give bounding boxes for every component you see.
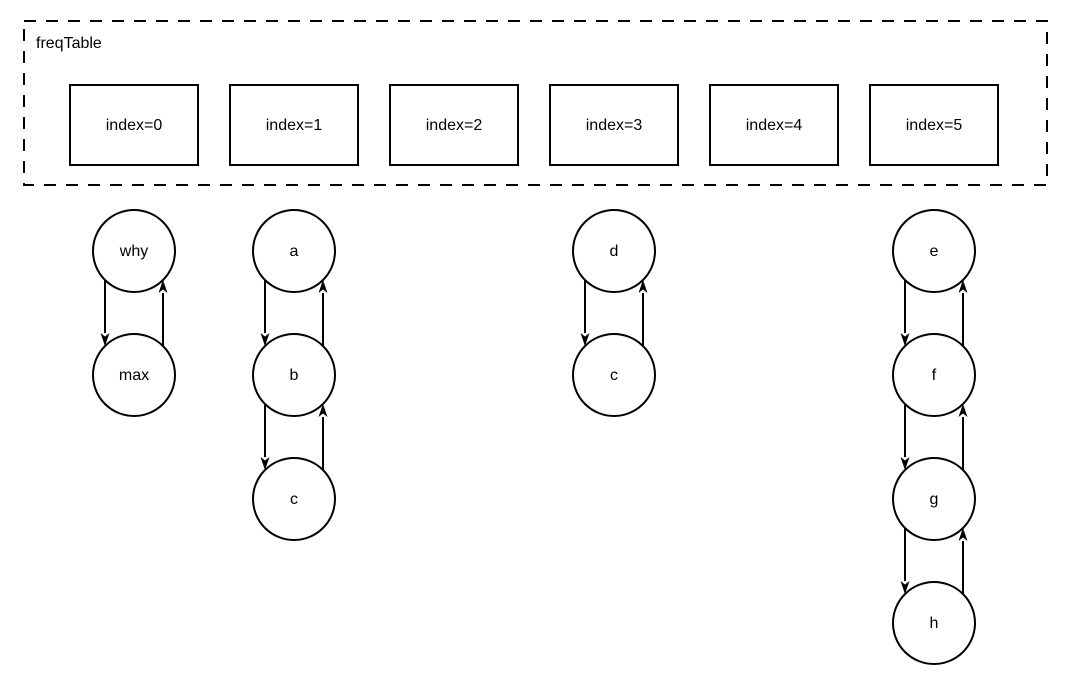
node-f-5-1[interactable]: f: [892, 333, 976, 417]
node-b-1-1[interactable]: b: [252, 333, 336, 417]
bucket-5[interactable]: index=5: [869, 84, 999, 166]
link-arrowhead: [318, 403, 328, 417]
node-label: b: [290, 367, 299, 384]
node-g-5-2[interactable]: g: [892, 457, 976, 541]
link-down-5-0: [900, 279, 910, 347]
link-down-1-0: [260, 279, 270, 347]
bucket-1[interactable]: index=1: [229, 84, 359, 166]
link-arrowhead: [580, 333, 590, 347]
bucket-rect[interactable]: [549, 84, 679, 166]
node-circle[interactable]: [892, 333, 976, 417]
node-label: f: [932, 367, 937, 384]
link-arrowhead: [260, 457, 270, 471]
node-circle[interactable]: [892, 581, 976, 665]
node-c-3-1[interactable]: c: [572, 333, 656, 417]
node-c-1-2[interactable]: c: [252, 457, 336, 541]
link-up-0-0: [158, 279, 168, 347]
node-label: why: [119, 243, 148, 260]
bucket-0[interactable]: index=0: [69, 84, 199, 166]
bucket-rect[interactable]: [229, 84, 359, 166]
bucket-4[interactable]: index=4: [709, 84, 839, 166]
bucket-label: index=4: [746, 117, 803, 134]
link-down-3-0: [580, 279, 590, 347]
node-label: a: [290, 243, 299, 260]
link-up-5-0: [958, 279, 968, 347]
chain-links: [100, 279, 968, 595]
node-circle[interactable]: [252, 457, 336, 541]
node-circle[interactable]: [892, 209, 976, 293]
node-why-0-0[interactable]: why: [92, 209, 176, 293]
link-arrowhead: [318, 279, 328, 293]
link-up-5-2: [958, 527, 968, 595]
link-arrowhead: [260, 333, 270, 347]
node-circle[interactable]: [572, 209, 656, 293]
node-circle[interactable]: [252, 209, 336, 293]
bucket-label: index=1: [266, 117, 323, 134]
bucket-rect[interactable]: [389, 84, 519, 166]
bucket-rect[interactable]: [69, 84, 199, 166]
node-a-1-0[interactable]: a: [252, 209, 336, 293]
link-up-3-0: [638, 279, 648, 347]
bucket-row: index=0 index=1 index=2 index=3 index=4 index…: [69, 84, 999, 166]
link-arrowhead: [958, 403, 968, 417]
bucket-rect[interactable]: [869, 84, 999, 166]
bucket-label: index=5: [906, 117, 963, 134]
bucket-2[interactable]: index=2: [389, 84, 519, 166]
freq-table-label: freqTable: [36, 35, 102, 52]
node-circle[interactable]: [92, 209, 176, 293]
link-up-1-1: [318, 403, 328, 471]
link-down-5-1: [900, 403, 910, 471]
freq-table-dashed-border: [23, 20, 1048, 186]
node-circle[interactable]: [572, 333, 656, 417]
bucket-rect[interactable]: [709, 84, 839, 166]
node-label: h: [930, 615, 939, 632]
link-arrowhead: [638, 279, 648, 293]
link-arrowhead: [100, 333, 110, 347]
bucket-label: index=2: [426, 117, 483, 134]
link-up-5-1: [958, 403, 968, 471]
link-up-1-0: [318, 279, 328, 347]
bucket-label: index=0: [106, 117, 163, 134]
link-arrowhead: [158, 279, 168, 293]
node-d-3-0[interactable]: d: [572, 209, 656, 293]
link-arrowhead: [958, 279, 968, 293]
node-label: d: [610, 243, 619, 260]
node-e-5-0[interactable]: e: [892, 209, 976, 293]
node-h-5-3[interactable]: h: [892, 581, 976, 665]
node-circle[interactable]: [892, 457, 976, 541]
node-circle[interactable]: [252, 333, 336, 417]
freq-table-container: freqTable: [23, 20, 1048, 186]
node-label: c: [290, 491, 298, 508]
bucket-3[interactable]: index=3: [549, 84, 679, 166]
link-down-1-1: [260, 403, 270, 471]
link-arrowhead: [900, 333, 910, 347]
node-circle[interactable]: [92, 333, 176, 417]
link-arrowhead: [900, 581, 910, 595]
link-down-0-0: [100, 279, 110, 347]
link-arrowhead: [958, 527, 968, 541]
chain-nodes: why max a b c d c e f g h: [92, 209, 976, 665]
bucket-label: index=3: [586, 117, 643, 134]
node-label: e: [930, 243, 939, 260]
node-max-0-1[interactable]: max: [92, 333, 176, 417]
node-label: c: [610, 367, 618, 384]
link-arrowhead: [900, 457, 910, 471]
node-label: max: [119, 367, 149, 384]
node-label: g: [930, 491, 939, 508]
link-down-5-2: [900, 527, 910, 595]
